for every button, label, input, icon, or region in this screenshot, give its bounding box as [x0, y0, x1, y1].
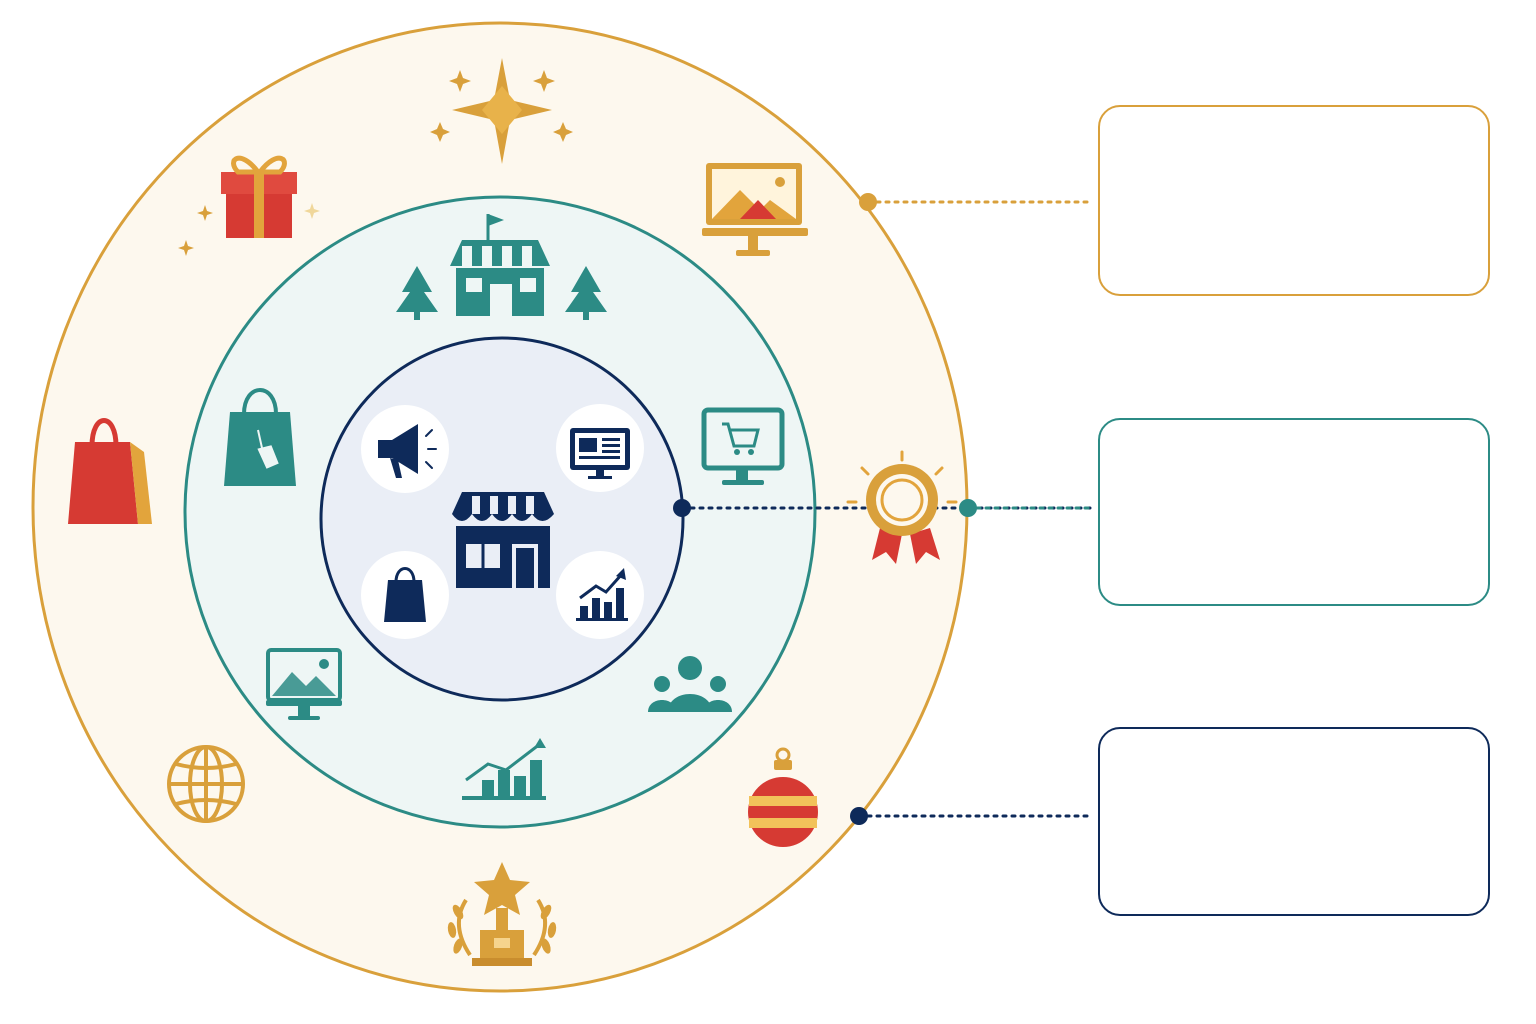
shopping-bag-tag-icon: [224, 388, 296, 486]
award-badge-icon: [846, 450, 958, 564]
storefront-icon: [452, 492, 554, 588]
north-star-icon: [430, 58, 573, 164]
globe-icon: [167, 745, 245, 823]
callout-box-inner: [1098, 727, 1490, 916]
growth-chart-icon: [462, 738, 546, 800]
connector-outer: [859, 193, 1094, 211]
people-group-icon: [648, 656, 732, 712]
gift-box-icon: [178, 155, 320, 256]
megaphone-icon: [361, 405, 449, 493]
callout-box-middle: [1098, 418, 1490, 606]
connector-inner: [850, 807, 1094, 825]
storefront-icon: [450, 214, 550, 316]
callout-box-outer: [1098, 105, 1490, 296]
ornament-icon: [748, 747, 818, 847]
shopping-bag-icon: [361, 551, 449, 639]
monitor-image-icon: [266, 648, 342, 720]
christmas-tree-icon: [396, 266, 607, 320]
monitor-cart-icon: [701, 407, 785, 485]
trophy-icon: [447, 862, 557, 966]
monitor-image-icon: [702, 163, 808, 256]
connector-middle: [673, 499, 1094, 517]
monitor-content-icon: [556, 404, 644, 492]
growth-chart-icon: [556, 551, 644, 639]
shopping-bag-icon: [68, 418, 152, 524]
